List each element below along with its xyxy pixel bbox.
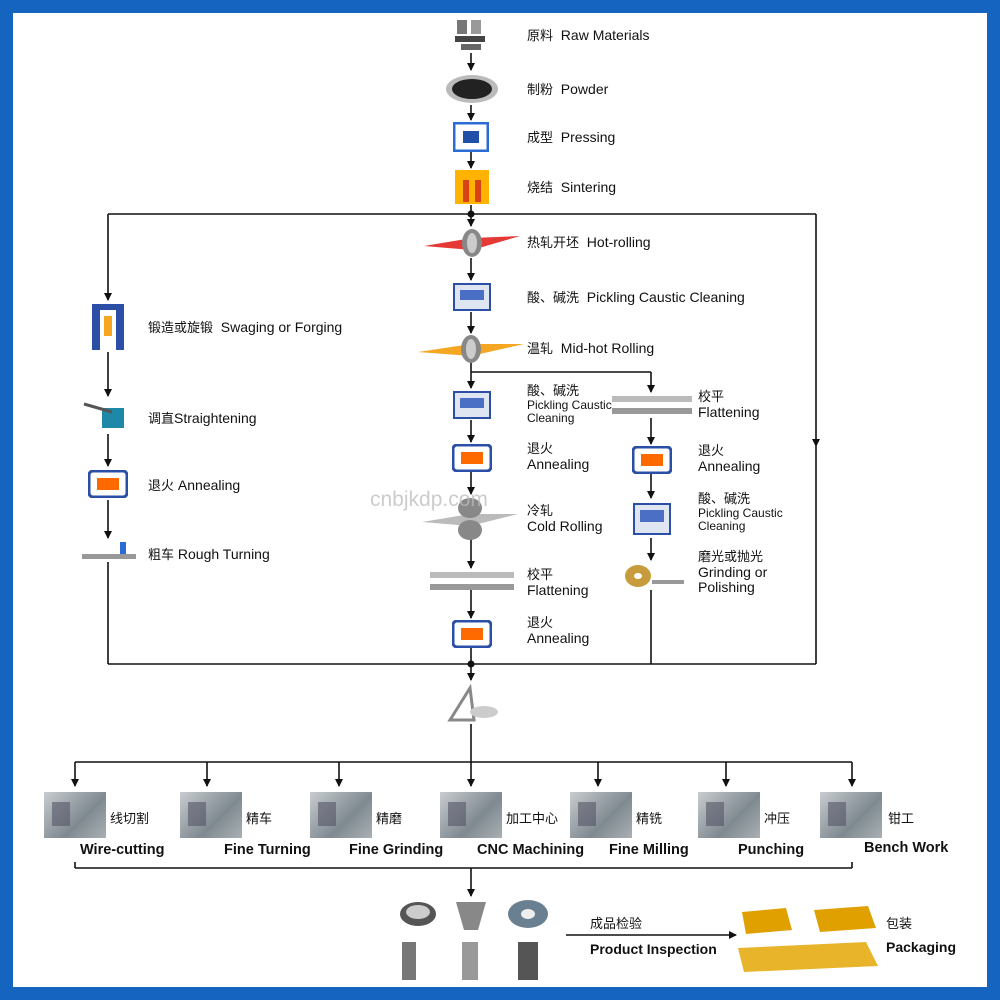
machining-label-bench-work: Bench Work — [864, 840, 949, 856]
step-powder: 制粉 Powder — [527, 81, 609, 99]
finished-parts-icon — [400, 900, 548, 980]
grinding-wheel-icon — [625, 565, 684, 587]
packaging-boxes-icon — [738, 906, 878, 972]
step-raw-materials: 原料 Raw Materials — [527, 27, 650, 45]
sintering-icon — [455, 170, 489, 204]
machining-zh-wire-cutting: 线切割 — [110, 812, 150, 827]
pressing-icon — [453, 122, 489, 152]
step-straightening: 调直Straightening — [148, 410, 257, 428]
flattening-icon — [430, 572, 514, 590]
machining-zh-punching: 冲压 — [764, 812, 791, 827]
machining-label-wire-cutting: Wire-cutting — [80, 842, 165, 858]
fine-grinding-machine-photo — [310, 792, 372, 838]
step-swaging-forging: 锻造或旋锻 Swaging or Forging — [148, 319, 343, 337]
step-pickling-3: 酸、碱洗 Pickling Caustic Cleaning — [698, 492, 783, 533]
mid-hot-rolling-icon — [418, 335, 524, 363]
packaging-zh: 包装 — [886, 917, 913, 932]
pickling-tank-icon — [453, 391, 491, 419]
powder-icon — [446, 75, 498, 103]
annealing-furnace-icon — [88, 470, 128, 498]
wire-cutting-machine-photo — [44, 792, 106, 838]
watermark: cnbjkdp.com — [370, 488, 488, 511]
machining-zh-fine-grinding: 精磨 — [376, 812, 403, 827]
annealing-furnace-icon — [452, 444, 492, 472]
pickling-tank-icon — [633, 503, 671, 535]
fine-turning-machine-photo — [180, 792, 242, 838]
step-pickling-1: 酸、碱洗 Pickling Caustic Cleaning — [527, 289, 745, 307]
step-pressing: 成型 Pressing — [527, 129, 616, 147]
machining-label-fine-turning: Fine Turning — [224, 842, 311, 858]
fine-milling-machine-photo — [570, 792, 632, 838]
machining-zh-bench-work: 钳工 — [888, 812, 915, 827]
machining-label-punching: Punching — [738, 842, 805, 858]
inspection-label: Product Inspection — [590, 941, 717, 957]
step-sintering: 烧结 Sintering — [527, 179, 617, 197]
cold-rolling-icon — [422, 498, 518, 540]
cnc-machine-photo — [440, 792, 502, 838]
flattening-icon — [612, 396, 692, 414]
machining-zh-fine-turning: 精车 — [246, 812, 273, 827]
annealing-furnace-icon — [632, 446, 672, 474]
punching-machine-photo — [698, 792, 760, 838]
measuring-tools-icon — [447, 684, 498, 722]
inspection-zh: 成品检验 — [590, 917, 643, 932]
step-pickling-2: 酸、碱洗 Pickling Caustic Cleaning — [527, 384, 612, 425]
step-mid-hot-rolling: 温轧 Mid-hot Rolling — [527, 340, 655, 358]
straightening-machine-icon — [83, 402, 124, 428]
step-annealing-left: 退火 Annealing — [148, 477, 241, 495]
step-hot-rolling: 热轧开坯 Hot-rolling — [527, 234, 651, 252]
hot-rolling-icon — [424, 229, 520, 257]
annealing-furnace-icon — [452, 620, 492, 648]
swaging-press-icon — [92, 304, 124, 350]
raw-materials-icon — [455, 20, 485, 50]
machining-label-fine-grinding: Fine Grinding — [349, 842, 444, 858]
packaging-label: Packaging — [886, 939, 957, 955]
step-grinding-polishing: 磨光或抛光 Grinding or Polishing — [698, 550, 768, 595]
machining-label-fine-milling: Fine Milling — [609, 842, 689, 858]
step-rough-turning: 粗车 Rough Turning — [148, 546, 270, 564]
bench-work-photo — [820, 792, 882, 838]
machining-zh-fine-milling: 精铣 — [636, 812, 663, 827]
pickling-tank-icon — [453, 283, 491, 311]
lathe-bar-icon — [82, 542, 136, 559]
machining-zh-cnc: 加工中心 — [506, 812, 559, 827]
machining-label-cnc: CNC Machining — [477, 842, 585, 858]
